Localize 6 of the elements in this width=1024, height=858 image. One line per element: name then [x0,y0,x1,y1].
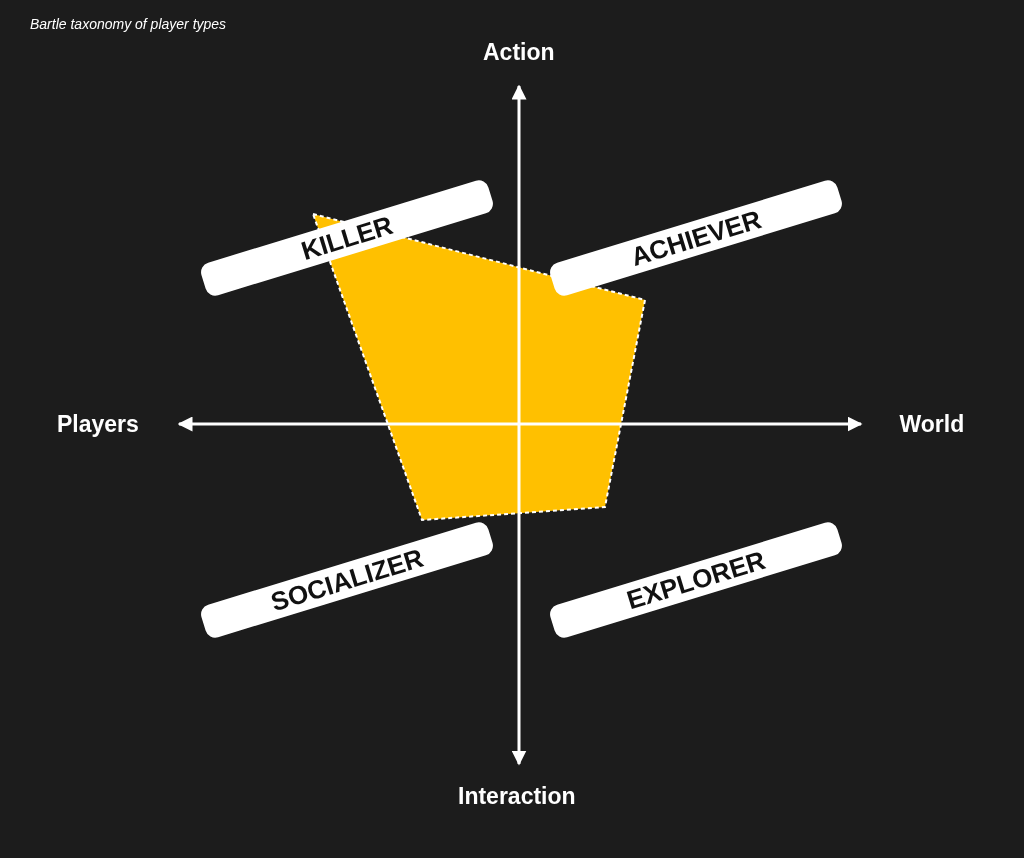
axis-label: World [899,410,965,438]
diagram-title: Bartle taxonomy of player types [30,16,227,32]
axis-label: Interaction [458,782,576,810]
axis-label: Action [483,38,555,66]
axis-label: Players [57,410,139,438]
player-type-label: KILLER [297,209,397,267]
